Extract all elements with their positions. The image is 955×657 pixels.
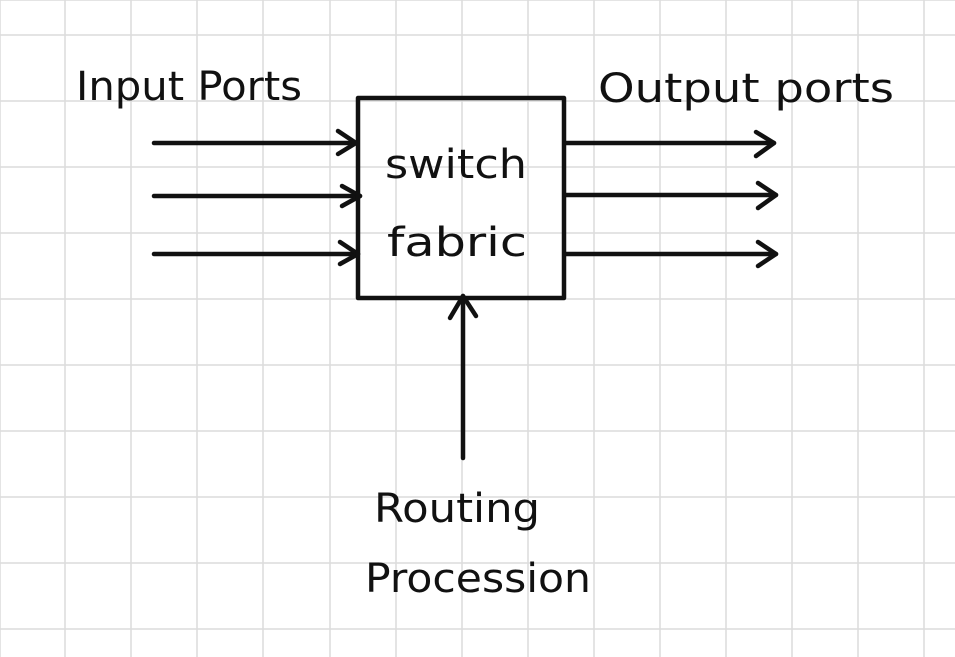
output-arrowhead-3	[755, 239, 779, 269]
input-ports-label: Input Ports	[76, 64, 302, 110]
switch-fabric-box	[355, 95, 567, 301]
routing-label: Routing	[374, 486, 540, 532]
output-ports-label: Output ports	[598, 66, 894, 112]
output-arrowhead-1	[753, 129, 777, 159]
switch-label: switch	[385, 142, 527, 188]
routing-arrowhead	[447, 293, 479, 321]
output-arrowhead-2	[755, 180, 779, 211]
procession-label: Procession	[365, 556, 591, 602]
output-arrows	[563, 129, 779, 269]
fabric-label: fabric	[387, 220, 527, 266]
input-arrows	[151, 128, 363, 267]
routing-arrow	[447, 293, 479, 461]
